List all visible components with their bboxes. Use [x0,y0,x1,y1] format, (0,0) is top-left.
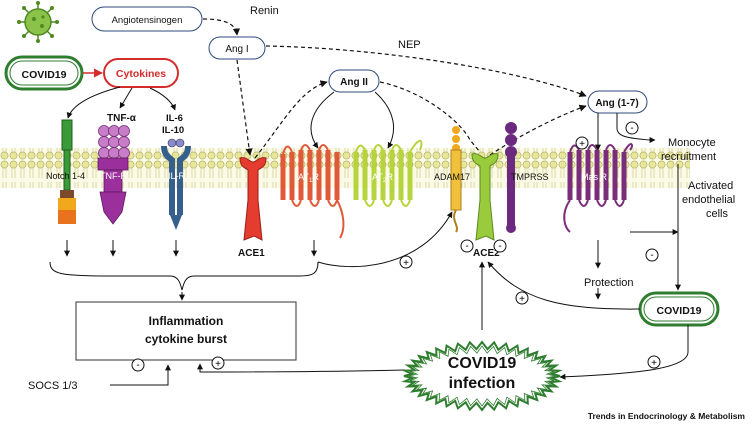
sign-plus-4: + [647,355,661,369]
tmprss-label: TMPRSS [511,172,549,182]
socs-label: SOCS 1/3 [28,380,78,392]
sign-minus-4: - [645,248,659,262]
infection-label-1: COVID19 [448,355,517,372]
monocyte-label-1: Monocyte [668,137,716,149]
at2r-label: AT2R [372,172,393,184]
infection-label-2: infection [449,375,516,392]
svg-text:-: - [136,360,139,371]
masr-receptor [563,143,633,233]
ilr-label: IL-R [168,171,186,181]
svg-text:+: + [579,139,585,150]
sign-minus-1: - [460,239,474,253]
tnf-receptor [97,157,129,225]
regulation-signs: + - - + + - - + + - [131,121,661,372]
ace1-receptor [239,157,267,241]
ang2-box: Ang II [328,69,380,93]
il6-label: IL-6 [166,113,183,124]
tnf-ligand [98,125,130,159]
svg-text:-: - [498,241,501,252]
sign-minus-5: - [131,358,145,372]
svg-text:-: - [630,123,633,134]
il10-label: IL-10 [162,125,184,136]
sign-plus-3: + [575,136,589,150]
ras-dashed-arrows [202,18,587,159]
svg-text:-: - [465,241,468,252]
journal-footer: Trends in Endocrinology & Metabolism [588,411,746,421]
cytokine-arrows [66,86,176,119]
ang17-label: Ang (1-7) [595,98,638,109]
activated-label-3: cells [706,208,729,220]
signaling-arrows [49,211,689,386]
inflammation-label-2: cytokine burst [145,332,227,346]
ang2-label: Ang II [340,77,368,88]
svg-text:-: - [650,250,653,261]
at1r-receptor [280,144,345,239]
protection-label: Protection [584,277,634,289]
at2r-receptor [353,139,423,207]
ang1-box: Ang I [208,36,266,60]
adam17-label: ADAM17 [434,172,470,182]
tnf-label: TNF-α [107,113,137,124]
angiotensinogen-label: Angiotensinogen [112,15,183,26]
ace2-label: ACE2 [473,248,500,259]
renin-label: Renin [250,5,279,17]
cytokines-label: Cytokines [116,68,166,80]
ang17-arrows [595,113,681,300]
covid-infection-burst: COVID19 infection [401,340,563,412]
cytokines-box: Cytokines [103,58,179,88]
ang1-label: Ang I [225,44,248,55]
ace1-label: ACE1 [238,248,265,259]
tnfr-label: TNF-R [100,171,127,181]
notch-receptor [58,119,76,224]
at1r-label: AT1R [298,172,319,184]
activated-label-2: endothelial [682,194,735,206]
inflammation-box: Inflammation cytokine burst [75,301,297,361]
covid-right-label: COVID19 [657,305,702,317]
il-receptor [161,138,191,230]
adam17-receptor [450,126,462,233]
monocyte-label-2: recruitment [661,151,716,163]
tmprss-receptor [505,122,517,233]
inflammation-label-1: Inflammation [149,314,224,328]
sign-minus-3: - [625,121,639,135]
sign-plus-2: + [515,291,529,305]
sign-plus-1: + [399,255,413,269]
virus-icon [17,1,59,43]
activated-label-1: Activated [688,180,733,192]
svg-text:+: + [651,358,657,369]
svg-text:+: + [403,258,409,269]
nep-label: NEP [398,39,421,51]
masr-label: Mas R [581,172,608,182]
covid-top-label: COVID19 [22,69,67,81]
ace2-receptor [471,153,499,241]
svg-text:+: + [519,294,525,305]
covid-top-box: COVID19 [4,55,84,91]
sign-minus-2: - [493,239,507,253]
ang17-box: Ang (1-7) [587,90,648,114]
covid-right-box: COVID19 [638,291,720,327]
notch-label: Notch 1-4 [46,171,85,181]
angiotensinogen-box: Angiotensinogen [91,6,203,32]
sign-plus-5: + [211,356,225,370]
ang2-to-receptors [310,91,395,149]
svg-text:+: + [215,359,221,370]
